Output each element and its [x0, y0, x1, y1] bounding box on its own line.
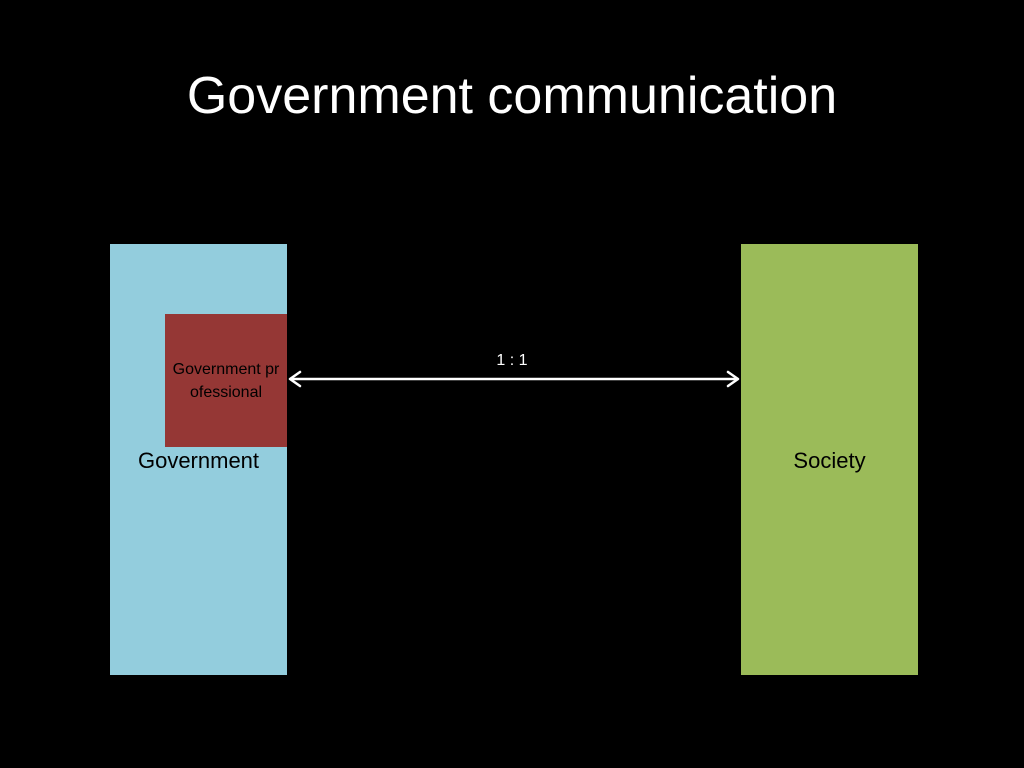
ratio-label: 1 : 1 [496, 352, 528, 369]
arrowhead-right-icon [726, 370, 740, 388]
government-label: Government [137, 448, 260, 473]
arrowhead-left-icon [288, 370, 302, 388]
society-block [741, 244, 918, 675]
government-professional-label: Government professional [172, 360, 280, 401]
government-professional-block: Government professional [165, 314, 287, 447]
society-label: Society [793, 448, 866, 473]
double-arrow-connector [288, 370, 740, 388]
slide-title: Government communication [186, 67, 838, 125]
